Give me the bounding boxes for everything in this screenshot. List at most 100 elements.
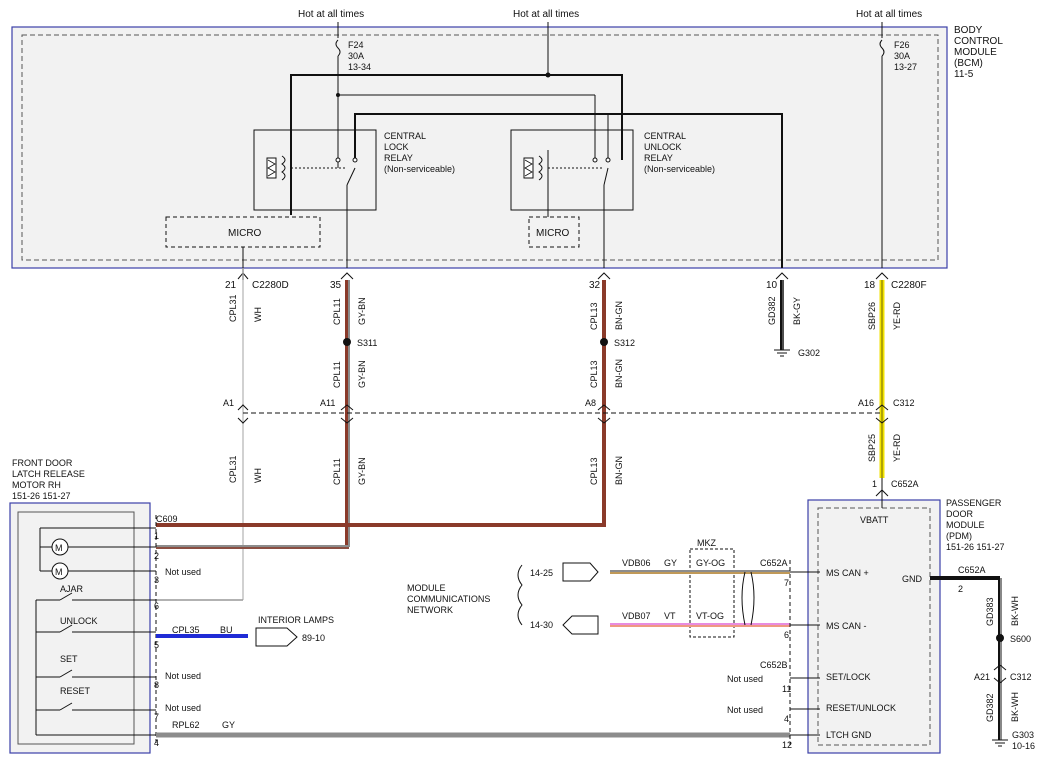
connector-c609: C609 [156, 514, 178, 524]
hot-label-left: Hot at all times [298, 9, 364, 20]
wire-cpl13-3: CPL13 [589, 457, 599, 485]
pdm-box [807, 499, 941, 754]
micro-label-left: MICRO [228, 228, 262, 239]
latch-pin-4: 4 [154, 738, 159, 748]
latch-motor-title-4: 151-26 151-27 [12, 491, 71, 501]
pdm-title-2: DOOR [946, 509, 974, 519]
fuse-f24-icon [335, 39, 341, 57]
mkz-option-box [689, 548, 735, 638]
splice-s311-label: S311 [357, 338, 377, 348]
latch-pin-1: 1 [154, 531, 159, 541]
connector-c2280d: C2280D [252, 280, 289, 291]
latch-motor-box [9, 502, 151, 754]
interior-lamps-ref: 89-10 [302, 633, 325, 643]
c312-pin-a21: A21 [974, 672, 990, 682]
bcm-title-1: BODY [954, 25, 983, 36]
interior-lamps-connector-icon [255, 627, 298, 647]
ground-g303-ref: 10-16 [1012, 741, 1035, 751]
connector-c652b: C652B [760, 660, 788, 670]
central-lock-relay-box [253, 129, 377, 211]
wire-gd383: GD383 [985, 597, 995, 626]
micro-box-left [165, 216, 321, 248]
pin-32: 32 [589, 280, 601, 291]
ground-g303-label: G303 [1012, 730, 1034, 740]
pin-21: 21 [225, 280, 237, 291]
fuse-f26-icon [879, 39, 885, 57]
ground-g302-label: G302 [798, 348, 820, 358]
pdm-title-5: 151-26 151-27 [946, 542, 1005, 552]
wire-gd382-top: GD382 [767, 296, 777, 325]
wire-vdb06: VDB06 [622, 558, 651, 568]
pdm-pin-ltch-gnd: LTCH GND [826, 730, 872, 740]
pdm-vbatt-pin: 1 [872, 479, 877, 489]
network-label-1: MODULE [407, 583, 446, 593]
wire-cpl11-3: CPL11 [332, 458, 342, 485]
switch-unlock-label: UNLOCK [60, 616, 98, 626]
wire-vdb06-color: GY [664, 558, 677, 568]
latch-motor-inner-box [17, 511, 135, 745]
wire-vdb07-color: VT [664, 611, 676, 621]
splice-s600-label: S600 [1010, 634, 1031, 644]
can-minus-connector-icon [562, 615, 599, 635]
pdm-pin-num-7: 7 [784, 578, 789, 588]
c312-pin-a8: A8 [585, 398, 596, 408]
unlock-relay-label-2: UNLOCK [644, 142, 682, 152]
not-used-reset-unlock: Not used [727, 705, 763, 715]
pdm-title-3: MODULE [946, 520, 985, 530]
wire-cpl13-1: CPL13 [589, 302, 599, 330]
connector-c312-gnd: C312 [1010, 672, 1032, 682]
splice-s312 [600, 338, 608, 346]
connector-c652a-top: C652A [891, 479, 919, 489]
pdm-pin-num-12: 12 [782, 740, 792, 750]
lock-relay-label-2: LOCK [384, 142, 409, 152]
lock-relay-label-4: (Non-serviceable) [384, 164, 455, 174]
wire-bngn-1: BN-GN [614, 301, 624, 330]
latch-pin-6: 6 [154, 601, 159, 611]
wire-gybn-1: GY-BN [357, 297, 367, 325]
fuse-f24-rating: 30A [348, 51, 364, 61]
wire-cpl11-2: CPL11 [332, 361, 342, 388]
c312-pin-a11: A11 [320, 398, 335, 408]
lock-relay-coil-icon [266, 157, 277, 179]
wire-gd382-bot: GD382 [985, 693, 995, 722]
pdm-gnd-pin: 2 [958, 584, 963, 594]
central-unlock-relay-box [510, 129, 634, 211]
splice-s311 [343, 338, 351, 346]
can-plus-connector-icon [562, 562, 599, 582]
switch-set-label: SET [60, 654, 78, 664]
bcm-title-5: 11-5 [954, 69, 974, 80]
pdm-vbatt-label: VBATT [860, 515, 889, 525]
wire-cpl35: CPL35 [172, 625, 200, 635]
connector-c2280f: C2280F [891, 280, 927, 291]
network-ref-plus: 14-25 [530, 568, 553, 578]
pdm-pin-set-lock: SET/LOCK [826, 672, 871, 682]
connector-c312-label: C312 [893, 398, 915, 408]
fuse-f26-rating: 30A [894, 51, 910, 61]
pin-18: 18 [864, 280, 876, 291]
pdm-pin-reset-unlock: RESET/UNLOCK [826, 703, 896, 713]
wire-cpl31-bot: CPL31 [228, 455, 238, 483]
wire-wh-top: WH [253, 307, 263, 322]
pin-35: 35 [330, 280, 342, 291]
unlock-relay-label-1: CENTRAL [644, 131, 686, 141]
bcm-title-4: (BCM) [954, 58, 983, 69]
wire-gybn-2: GY-BN [357, 360, 367, 388]
fuse-f24-label: F24 [348, 40, 364, 50]
hot-label-mid: Hot at all times [513, 9, 579, 20]
bcm-module-box [11, 26, 948, 269]
wire-cpl11-1: CPL11 [332, 298, 342, 325]
switch-ajar-label: AJAR [60, 584, 84, 594]
wire-vt-og: VT-OG [696, 611, 724, 621]
switch-reset-label: RESET [60, 686, 91, 696]
latch-pin-3: 3 [154, 575, 159, 585]
micro-label-right: MICRO [536, 228, 570, 239]
not-used-pin-8: Not used [165, 671, 201, 681]
pdm-pin-num-11: 11 [782, 684, 791, 694]
latch-motor-title-3: MOTOR RH [12, 480, 61, 490]
splice-s600 [996, 634, 1004, 642]
hot-label-right: Hot at all times [856, 9, 922, 20]
fuse-f26-ref: 13-27 [894, 62, 917, 72]
unlock-relay-label-3: RELAY [644, 153, 673, 163]
pdm-pin-ms-can-minus: MS CAN - [826, 621, 867, 631]
